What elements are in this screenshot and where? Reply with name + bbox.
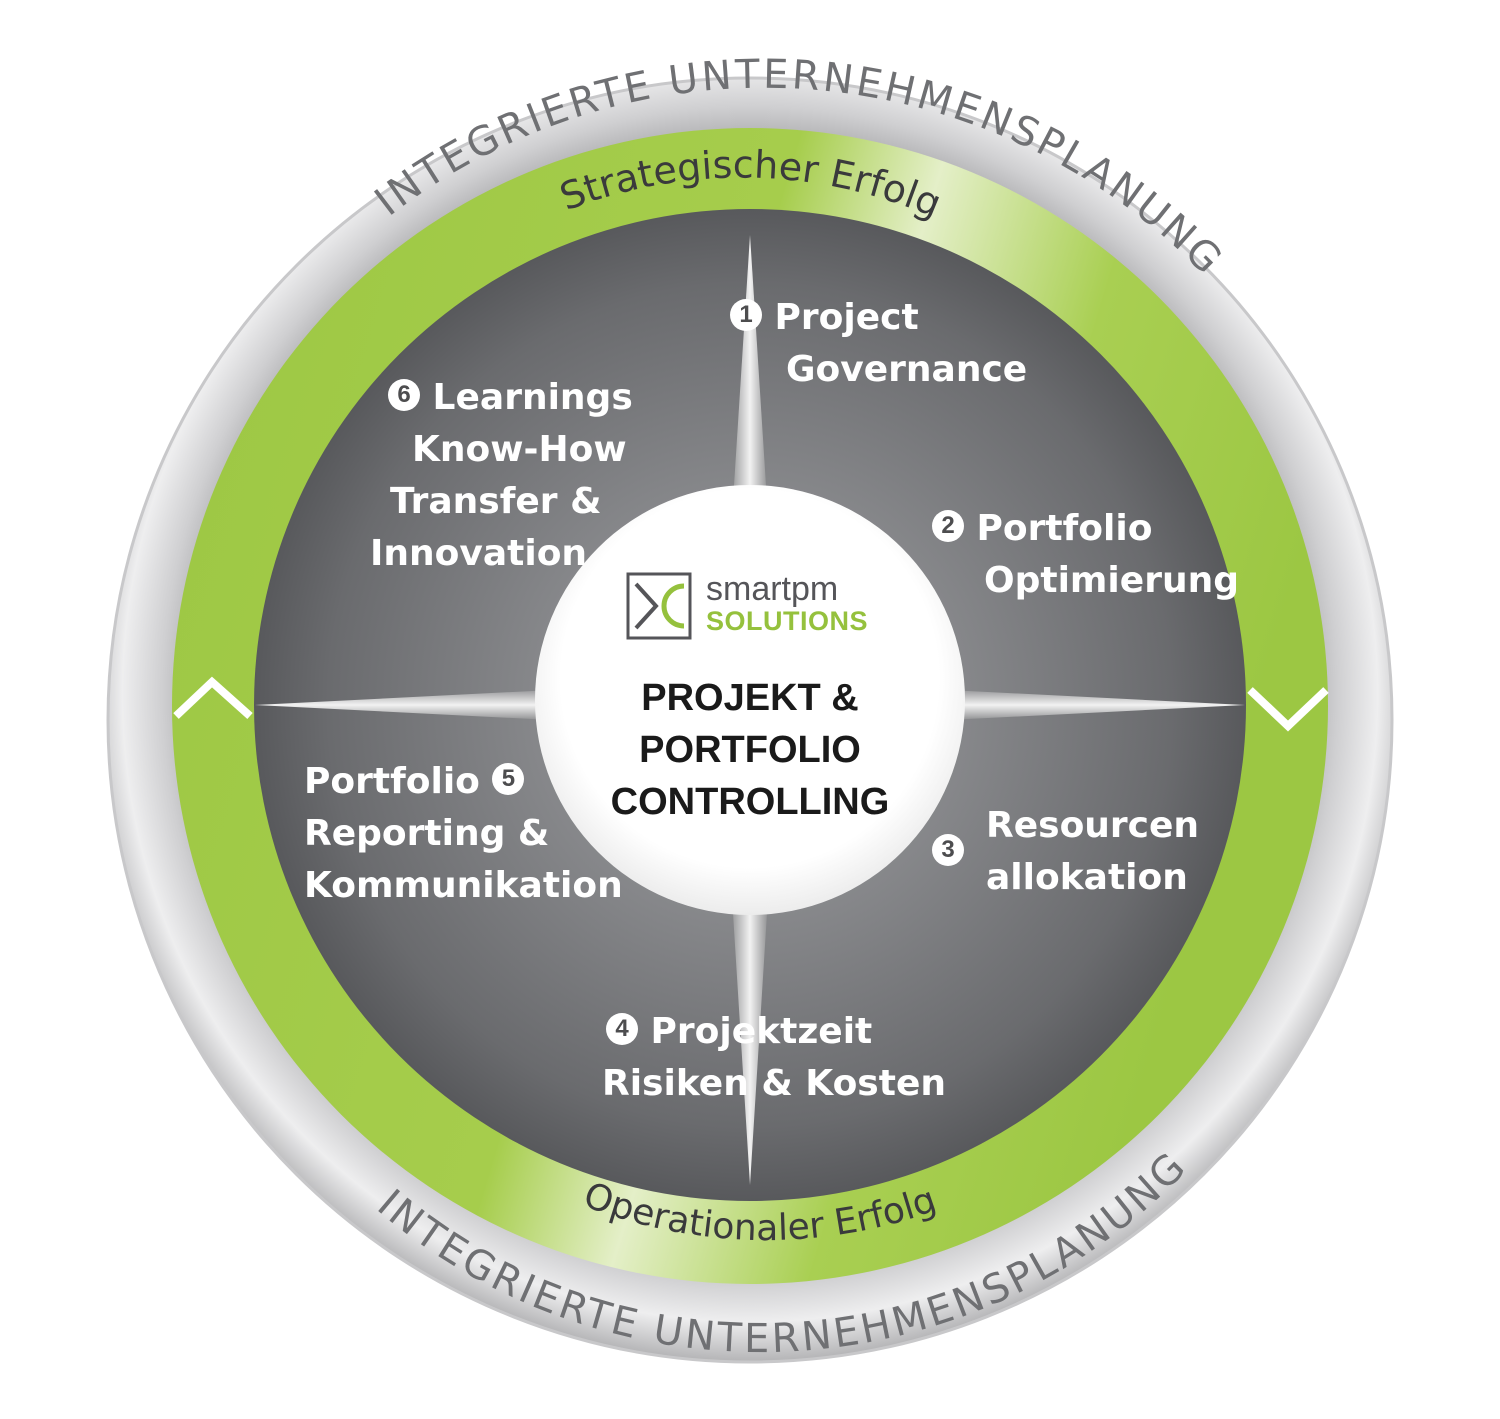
segment-4-text-1: Projektzeit	[650, 1011, 873, 1052]
segment-5-portfolio-reporting: Portfolio 5 Reporting & Kommunikation	[304, 756, 623, 912]
segment-5-text-2: Reporting &	[304, 813, 550, 854]
segment-6-text-4: Innovation	[370, 533, 588, 574]
segment-3-resourcen-allokation: Resourcen allokation 3	[932, 800, 1199, 904]
chevron-down-icon	[1247, 687, 1329, 732]
segment-5-text-3: Kommunikation	[304, 865, 623, 906]
center-title: PROJEKT & PORTFOLIO CONTROLLING	[540, 672, 960, 828]
segment-2-number-badge: 2	[932, 510, 964, 542]
segment-4-number-badge: 4	[606, 1013, 638, 1045]
segment-6-learnings: 6 Learnings Know-How Transfer & Innovati…	[370, 372, 633, 580]
segment-4-projektzeit: 4 Projektzeit Risiken & Kosten	[602, 1006, 946, 1110]
segment-1-text-1: Project	[774, 297, 919, 338]
segment-5-line-1: Portfolio 5	[304, 756, 623, 808]
segment-3-number-badge: 3	[932, 834, 964, 866]
segment-5-number-badge: 5	[492, 763, 525, 795]
segment-6-text-3: Transfer &	[390, 481, 602, 522]
smartpm-logo: smartpm SOLUTIONS	[626, 570, 886, 642]
center-title-line-3: CONTROLLING	[610, 781, 890, 823]
chevron-up-icon	[173, 676, 253, 719]
segment-5-text-1: Portfolio	[304, 761, 480, 802]
segment-4-line-1: 4 Projektzeit	[606, 1006, 946, 1058]
segment-6-line-1: 6 Learnings	[370, 372, 633, 424]
segment-3-text-1: Resourcen	[986, 805, 1200, 846]
segment-6-text-1: Learnings	[432, 377, 633, 418]
segment-2-portfolio-optimierung: 2 Portfolio Optimierung	[932, 503, 1239, 607]
segment-1-text-2: Governance	[786, 349, 1028, 390]
segment-1-number-badge: 1	[730, 299, 762, 331]
segment-2-text-1: Portfolio	[976, 508, 1153, 549]
segment-6-text-2: Know-How	[412, 429, 627, 470]
segment-1-line-1: 1 Project	[730, 292, 1027, 344]
logo-mark-icon	[626, 572, 692, 640]
segment-6-number-badge: 6	[388, 379, 420, 411]
segment-1-project-governance: 1 Project Governance	[730, 292, 1027, 396]
segment-4-text-2: Risiken & Kosten	[602, 1063, 946, 1104]
center-title-line-2: PORTFOLIO	[639, 729, 861, 771]
segment-2-text-2: Optimierung	[984, 560, 1239, 601]
segment-3-text-2: allokation	[986, 857, 1188, 898]
logo-word-solutions: SOLUTIONS	[706, 606, 869, 636]
logo-word-smartpm: smartpm	[706, 570, 839, 608]
segment-2-line-1: 2 Portfolio	[932, 503, 1239, 555]
center-title-line-1: PROJEKT &	[641, 677, 859, 719]
